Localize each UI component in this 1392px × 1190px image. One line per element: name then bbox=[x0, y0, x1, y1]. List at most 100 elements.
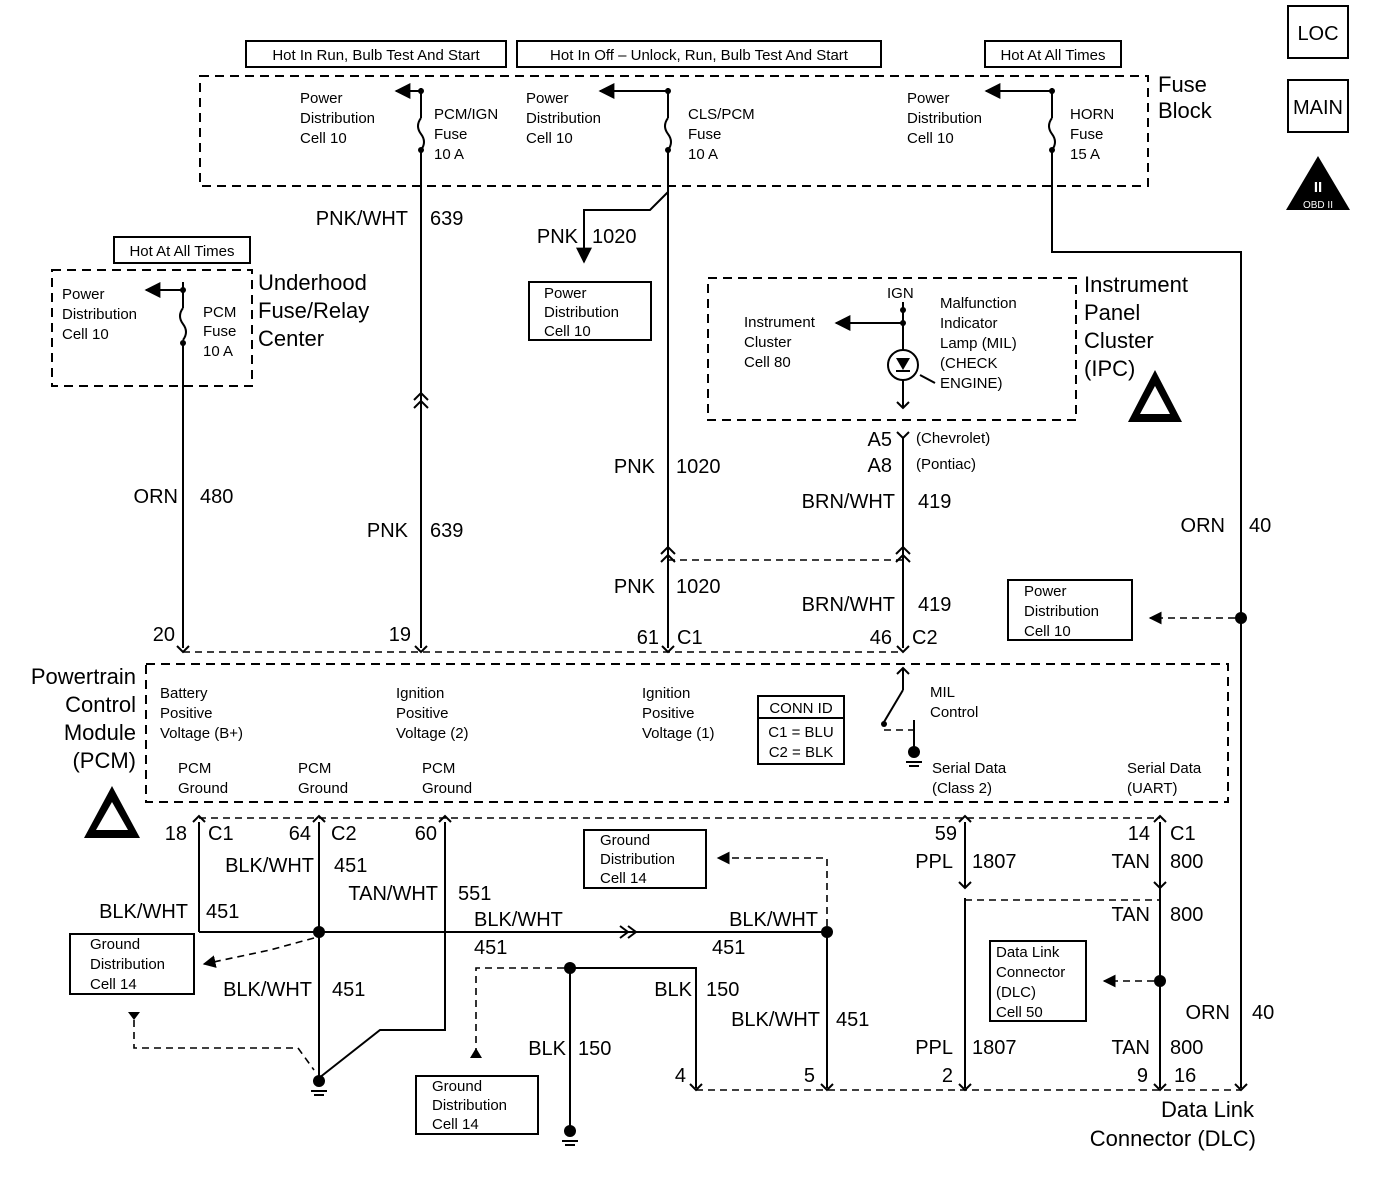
ipc-outline bbox=[707, 277, 1077, 421]
svg-text:CONN ID: CONN ID bbox=[769, 700, 833, 717]
svg-text:639: 639 bbox=[430, 520, 463, 542]
fuse-pcm-ign: Power Distribution Cell 10 PCM/IGN Fuse … bbox=[300, 83, 498, 163]
svg-text:PNK: PNK bbox=[614, 576, 656, 598]
svg-text:Cell 14: Cell 14 bbox=[600, 870, 647, 887]
svg-text:Voltage (2): Voltage (2) bbox=[396, 725, 469, 742]
svg-text:(Chevrolet): (Chevrolet) bbox=[916, 430, 990, 447]
fuse-cls-pcm: Power Distribution Cell 10 CLS/PCM Fuse … bbox=[526, 83, 755, 163]
fuse-block-title: Fuse bbox=[1158, 72, 1207, 97]
svg-text:PCM: PCM bbox=[178, 760, 211, 777]
svg-text:BLK/WHT: BLK/WHT bbox=[223, 979, 312, 1001]
svg-text:14: 14 bbox=[1128, 823, 1150, 845]
svg-text:ORN: ORN bbox=[1186, 1002, 1230, 1024]
svg-text:(DLC): (DLC) bbox=[996, 984, 1036, 1001]
svg-text:Connector: Connector bbox=[996, 964, 1065, 981]
svg-text:Cluster: Cluster bbox=[744, 334, 792, 351]
svg-text:639: 639 bbox=[430, 208, 463, 230]
esd-icon bbox=[84, 786, 140, 838]
svg-text:BLK/WHT: BLK/WHT bbox=[729, 909, 818, 931]
svg-text:Cell 10: Cell 10 bbox=[62, 326, 109, 343]
svg-text:419: 419 bbox=[918, 491, 951, 513]
svg-text:60: 60 bbox=[415, 823, 437, 845]
svg-text:Serial Data: Serial Data bbox=[932, 760, 1007, 777]
svg-text:Distribution: Distribution bbox=[1024, 603, 1099, 620]
dlc-title: Data Link bbox=[1161, 1097, 1255, 1122]
svg-text:Connector (DLC): Connector (DLC) bbox=[1090, 1126, 1256, 1151]
svg-text:C2: C2 bbox=[912, 627, 938, 649]
wire-1020-branch bbox=[576, 191, 669, 264]
svg-text:(Pontiac): (Pontiac) bbox=[916, 456, 976, 473]
svg-text:150: 150 bbox=[706, 979, 739, 1001]
svg-text:(CHECK: (CHECK bbox=[940, 355, 998, 372]
svg-text:Distribution: Distribution bbox=[907, 110, 982, 127]
svg-text:Voltage (B+): Voltage (B+) bbox=[160, 725, 243, 742]
svg-text:PNK: PNK bbox=[537, 226, 579, 248]
svg-text:TAN: TAN bbox=[1111, 851, 1150, 873]
svg-text:10 A: 10 A bbox=[203, 343, 233, 360]
svg-text:Distribution: Distribution bbox=[90, 956, 165, 973]
svg-text:Ground: Ground bbox=[178, 780, 228, 797]
serial-data-wiring bbox=[958, 822, 1167, 1088]
svg-text:(UART): (UART) bbox=[1127, 780, 1178, 797]
svg-text:(PCM): (PCM) bbox=[72, 748, 136, 773]
svg-text:Fuse/Relay: Fuse/Relay bbox=[258, 298, 369, 323]
svg-text:Cell 14: Cell 14 bbox=[90, 976, 137, 993]
svg-text:Malfunction: Malfunction bbox=[940, 295, 1017, 312]
svg-text:Fuse: Fuse bbox=[688, 126, 721, 143]
svg-text:451: 451 bbox=[474, 937, 507, 959]
svg-text:800: 800 bbox=[1170, 904, 1203, 926]
svg-text:TAN/WHT: TAN/WHT bbox=[348, 883, 438, 905]
svg-text:1807: 1807 bbox=[972, 1037, 1017, 1059]
svg-text:451: 451 bbox=[206, 901, 239, 923]
svg-text:A8: A8 bbox=[868, 455, 892, 477]
main-badge: MAIN bbox=[1287, 79, 1349, 133]
svg-text:Cell 80: Cell 80 bbox=[744, 354, 791, 371]
svg-text:Cell 10: Cell 10 bbox=[1024, 623, 1071, 640]
svg-text:Ground: Ground bbox=[432, 1078, 482, 1095]
svg-text:Ground: Ground bbox=[298, 780, 348, 797]
ipc-connector bbox=[896, 431, 910, 440]
svg-text:4: 4 bbox=[675, 1065, 686, 1087]
underhood-hot-label: Hot At All Times bbox=[113, 236, 251, 264]
svg-text:PCM: PCM bbox=[203, 304, 236, 321]
svg-text:Data Link: Data Link bbox=[996, 944, 1060, 961]
svg-text:Hot At All Times: Hot At All Times bbox=[1000, 47, 1105, 64]
svg-text:Cell 10: Cell 10 bbox=[526, 130, 573, 147]
svg-text:800: 800 bbox=[1170, 1037, 1203, 1059]
svg-text:ORN: ORN bbox=[1181, 515, 1225, 537]
hot-off-unlock-label: Hot In Off – Unlock, Run, Bulb Test And … bbox=[516, 40, 882, 68]
ref-power-distribution-1020: Power Distribution Cell 10 bbox=[528, 281, 652, 341]
pcm-outline bbox=[145, 663, 1229, 803]
svg-text:BLK/WHT: BLK/WHT bbox=[99, 901, 188, 923]
hot-run-label: Hot In Run, Bulb Test And Start bbox=[245, 40, 507, 68]
svg-text:Lamp (MIL): Lamp (MIL) bbox=[940, 335, 1017, 352]
svg-text:451: 451 bbox=[712, 937, 745, 959]
svg-text:BRN/WHT: BRN/WHT bbox=[802, 491, 895, 513]
svg-text:59: 59 bbox=[935, 823, 957, 845]
svg-text:480: 480 bbox=[200, 486, 233, 508]
ipc-title: Instrument bbox=[1084, 272, 1188, 297]
svg-text:PCM/IGN: PCM/IGN bbox=[434, 106, 498, 123]
loc-badge-text: LOC bbox=[1297, 23, 1338, 45]
svg-text:19: 19 bbox=[389, 624, 411, 646]
svg-text:(IPC): (IPC) bbox=[1084, 356, 1135, 381]
svg-text:Distribution: Distribution bbox=[526, 110, 601, 127]
svg-text:HORN: HORN bbox=[1070, 106, 1114, 123]
svg-text:Power: Power bbox=[526, 90, 569, 107]
svg-text:10 A: 10 A bbox=[434, 146, 464, 163]
svg-text:1020: 1020 bbox=[676, 456, 721, 478]
svg-text:800: 800 bbox=[1170, 851, 1203, 873]
conn-id-box: CONN ID C1 = BLU C2 = BLK bbox=[757, 695, 845, 765]
svg-text:Block: Block bbox=[1158, 98, 1213, 123]
connector-inline-639 bbox=[413, 391, 429, 409]
underhood-fuse: Power Distribution Cell 10 PCM Fuse 10 A bbox=[62, 282, 236, 360]
underhood-outline bbox=[51, 269, 253, 387]
svg-text:16: 16 bbox=[1174, 1065, 1196, 1087]
ref-ground-distribution-2: Ground Distribution Cell 14 bbox=[583, 829, 707, 889]
svg-text:BLK: BLK bbox=[654, 979, 692, 1001]
svg-text:(Class 2): (Class 2) bbox=[932, 780, 992, 797]
svg-text:Voltage (1): Voltage (1) bbox=[642, 725, 715, 742]
svg-text:IGN: IGN bbox=[887, 285, 914, 302]
svg-text:Module: Module bbox=[64, 720, 136, 745]
svg-text:C1: C1 bbox=[208, 823, 234, 845]
